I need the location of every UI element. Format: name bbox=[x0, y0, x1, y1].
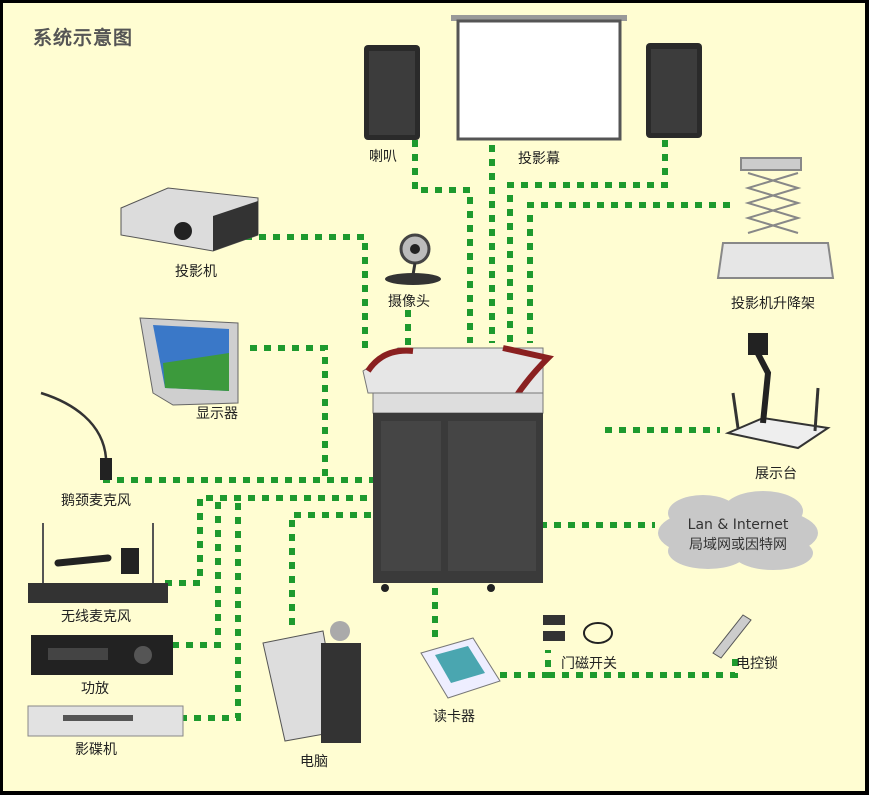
link-wireless-mic bbox=[165, 495, 375, 586]
amplifier-image bbox=[31, 635, 173, 675]
projection-screen-image bbox=[451, 15, 627, 141]
wireless-mic-image bbox=[28, 523, 168, 603]
link-display bbox=[250, 345, 328, 480]
network-label-zh: 局域网或因特网 bbox=[689, 537, 787, 553]
dvd-player-image bbox=[27, 705, 184, 737]
system-diagram: 系统示意图 bbox=[3, 3, 865, 791]
speaker-left-image bbox=[364, 45, 420, 140]
link-projector-lift bbox=[527, 202, 730, 343]
document-camera-image bbox=[724, 333, 831, 450]
label-webcam: 摄像头 bbox=[388, 294, 430, 310]
link-amplifier bbox=[172, 498, 221, 648]
display-image bbox=[139, 317, 239, 406]
label-electric-lock: 电控锁 bbox=[736, 656, 778, 672]
network-label: Lan & Internet 局域网或因特网 bbox=[663, 515, 813, 555]
label-gooseneck-mic: 鹅颈麦克风 bbox=[61, 493, 131, 509]
label-computer: 电脑 bbox=[300, 754, 328, 770]
electric-lock-image bbox=[712, 614, 752, 659]
diagram-canvas bbox=[27, 15, 835, 743]
label-screen: 投影幕 bbox=[518, 151, 560, 167]
label-projector-lift: 投影机升降架 bbox=[731, 296, 815, 312]
speaker-right-image bbox=[646, 43, 702, 138]
link-projector bbox=[245, 234, 368, 355]
label-door-sensor: 门磁开关 bbox=[561, 656, 617, 672]
computer-image bbox=[262, 621, 361, 743]
webcam-image bbox=[385, 233, 441, 285]
label-card-reader: 读卡器 bbox=[433, 709, 475, 725]
door-sensor-image bbox=[543, 615, 613, 644]
gooseneck-mic-image bbox=[40, 391, 112, 480]
link-computer bbox=[289, 512, 375, 625]
network-label-en: Lan & Internet bbox=[687, 517, 789, 533]
projector-image bbox=[120, 187, 259, 252]
card-reader-image bbox=[420, 637, 501, 699]
connection-lines bbox=[103, 140, 738, 721]
label-dvd-player: 影碟机 bbox=[75, 742, 117, 758]
label-amplifier: 功放 bbox=[81, 681, 109, 697]
label-document-camera: 展示台 bbox=[755, 466, 797, 482]
link-speaker-right bbox=[507, 140, 668, 343]
projector-lift-image bbox=[716, 157, 835, 279]
link-door-lock bbox=[500, 650, 551, 678]
label-wireless-mic: 无线麦克风 bbox=[61, 609, 131, 625]
diagram-title: 系统示意图 bbox=[33, 27, 134, 49]
label-display: 显示器 bbox=[196, 406, 238, 422]
label-speaker: 喇叭 bbox=[369, 149, 397, 165]
label-projector: 投影机 bbox=[175, 264, 217, 280]
link-lock bbox=[548, 655, 738, 678]
link-dvd bbox=[180, 498, 241, 721]
network-cloud-image bbox=[658, 491, 818, 570]
podium-image bbox=[362, 345, 554, 592]
